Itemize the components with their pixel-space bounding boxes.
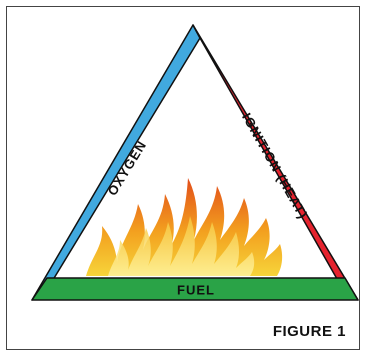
ignition-label: IGNITION (HEAT) bbox=[239, 110, 311, 221]
figure-caption: FIGURE 1 bbox=[272, 323, 346, 340]
fuel-label: FUEL bbox=[177, 283, 215, 298]
fire-flames-icon bbox=[86, 178, 283, 276]
fuel-side-bar bbox=[31, 277, 359, 301]
